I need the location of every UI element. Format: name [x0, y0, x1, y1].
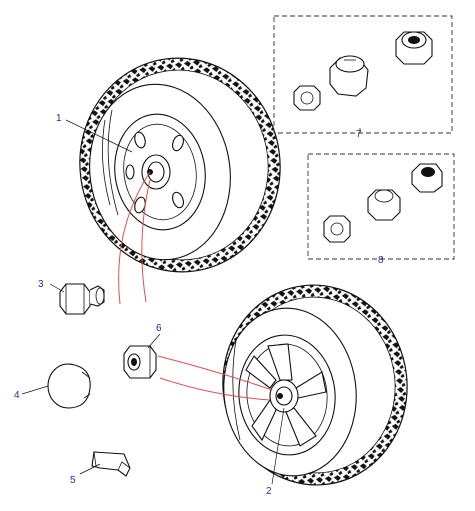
assembly-leaders	[118, 171, 273, 401]
wheel-nut-icon	[59, 283, 105, 315]
centre-cap-icon	[47, 363, 91, 409]
locking-nut-set-7-icon	[273, 15, 453, 134]
callout-leaders	[21, 119, 383, 485]
wheel-lower-icon	[222, 284, 408, 486]
balance-weight-icon	[91, 451, 131, 477]
callout-4: 4	[14, 390, 20, 401]
nut-adaptor-icon	[123, 345, 157, 379]
callout-7: 7	[356, 129, 362, 140]
callout-6: 6	[156, 323, 162, 334]
callout-5: 5	[70, 475, 76, 486]
locking-nut-set-8-icon	[307, 153, 455, 260]
wheel-upper-icon	[79, 57, 281, 273]
callout-1: 1	[56, 113, 62, 124]
callout-2: 2	[266, 486, 272, 497]
callout-8: 8	[378, 255, 384, 266]
callout-3: 3	[38, 279, 44, 290]
